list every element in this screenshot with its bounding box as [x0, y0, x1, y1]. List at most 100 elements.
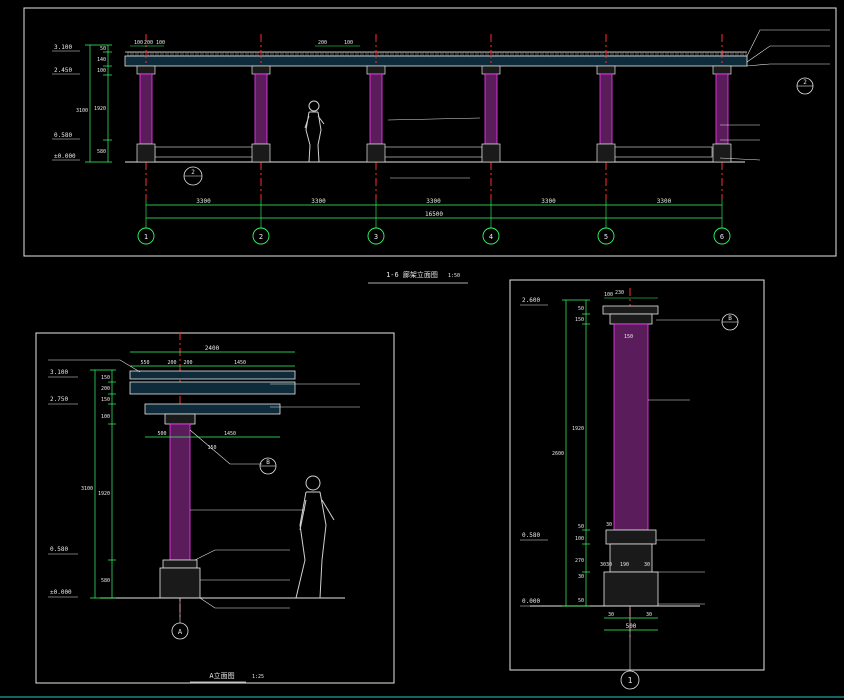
rafter-end [202, 51, 207, 57]
rafter-end [472, 51, 477, 57]
section-a-overall-dim: 2400 [205, 345, 220, 352]
rafter-end [147, 51, 152, 57]
section-a-top-beam [129, 370, 296, 380]
column-detail-level-markers [520, 304, 548, 607]
rafter-end [152, 51, 157, 57]
section-a-ref-letter: B [266, 459, 270, 466]
column-detail-vdim-270: 270 [575, 558, 584, 564]
level-markers [52, 50, 80, 161]
column-base [136, 143, 156, 163]
rafter-end [242, 51, 247, 57]
top-dim-5: 100 [344, 40, 353, 46]
section-a-top-dim-200b: 200 [183, 360, 192, 366]
rafter-end [692, 51, 697, 57]
top-dim-2: 200 [144, 40, 153, 46]
rafter-end [322, 51, 327, 57]
column-detail-small-30b: 30 [606, 562, 612, 568]
section-a-vdim-150b: 150 [101, 397, 110, 403]
rafter-end [382, 51, 387, 57]
column-detail-shaft [613, 323, 649, 531]
top-dim-3: 100 [156, 40, 165, 46]
rafter-end [217, 51, 222, 57]
rafter-end [287, 51, 292, 57]
rafter-end [627, 51, 632, 57]
rafter-end [297, 51, 302, 57]
column-detail-small-30d: 30 [644, 562, 650, 568]
column-capital [712, 65, 732, 75]
section-a-vdim-580: 580 [101, 578, 110, 584]
rafter-end [177, 51, 182, 57]
rafter-end [467, 51, 472, 57]
rafter-end [587, 51, 592, 57]
rafter-end [562, 51, 567, 57]
rafter-end [697, 51, 702, 57]
column-base [251, 143, 271, 163]
left-vertical-dim-lines [85, 44, 112, 163]
rafter-end [407, 51, 412, 57]
section-a-level-0580: 0.580 [50, 546, 68, 553]
section-a-base-lower [159, 567, 201, 599]
rafter-end [667, 51, 672, 57]
rafter-end [547, 51, 552, 57]
section-a-vdim-lines [90, 369, 116, 599]
rafter-end [712, 51, 717, 57]
rafter-end [282, 51, 287, 57]
rafter-end [332, 51, 337, 57]
top-dim-1: 100 [134, 40, 143, 46]
leaders [387, 29, 830, 179]
column-detail-bottom-500: 500 [626, 623, 637, 630]
axis-label-2: 2 [259, 233, 263, 241]
section-a-mid-dim-500: 500 [157, 431, 166, 437]
rafter-end [267, 51, 272, 57]
rafter-end [417, 51, 422, 57]
rafter-end [742, 51, 747, 57]
rafter-end [272, 51, 277, 57]
rafter-end [552, 51, 557, 57]
rafter-end [342, 51, 347, 57]
rafter-end [642, 51, 647, 57]
rafter-end [137, 51, 142, 57]
section-a-capital [164, 413, 196, 425]
level-0000: ±0.000 [54, 153, 76, 160]
axis-label-1: 1 [144, 233, 148, 241]
column-shaft [484, 73, 498, 145]
section-a-small-dim: 150 [207, 445, 216, 451]
rafter-end [657, 51, 662, 57]
elevation-scale: 1:50 [448, 273, 460, 279]
rafter-end [212, 51, 217, 57]
rafter-ends [127, 51, 747, 57]
column-detail-base-lower [603, 571, 659, 607]
top-dim-4: 200 [318, 40, 327, 46]
section-a-axis-bubble [171, 622, 189, 640]
column-detail-base-upper [605, 529, 657, 545]
section-a-top-dim-550: 550 [140, 360, 149, 366]
bay-dim-4: 3300 [541, 198, 556, 205]
rafter-end [307, 51, 312, 57]
rafter-end [167, 51, 172, 57]
rafter-end [357, 51, 362, 57]
column-shaft [369, 73, 383, 145]
column-detail-level-0580: 0.580 [522, 532, 540, 539]
rafter-end [662, 51, 667, 57]
rafter-end [192, 51, 197, 57]
column-detail-vdim-2600: 2600 [552, 451, 564, 457]
rafter-end [482, 51, 487, 57]
rafter-end [732, 51, 737, 57]
column-shaft [715, 73, 729, 145]
bay-dim-5: 3300 [657, 198, 672, 205]
rafter-end [127, 51, 132, 57]
rafter-end [647, 51, 652, 57]
bench-bay-5 [611, 146, 713, 158]
level-2450: 2.450 [54, 67, 72, 74]
rafter-end [227, 51, 232, 57]
column-capital [251, 65, 271, 75]
vdim-3100: 3100 [76, 108, 88, 114]
rafter-end [722, 51, 727, 57]
rafter-end [422, 51, 427, 57]
column-detail-cap [609, 313, 653, 325]
column-base [596, 143, 616, 163]
rafter-end [462, 51, 467, 57]
